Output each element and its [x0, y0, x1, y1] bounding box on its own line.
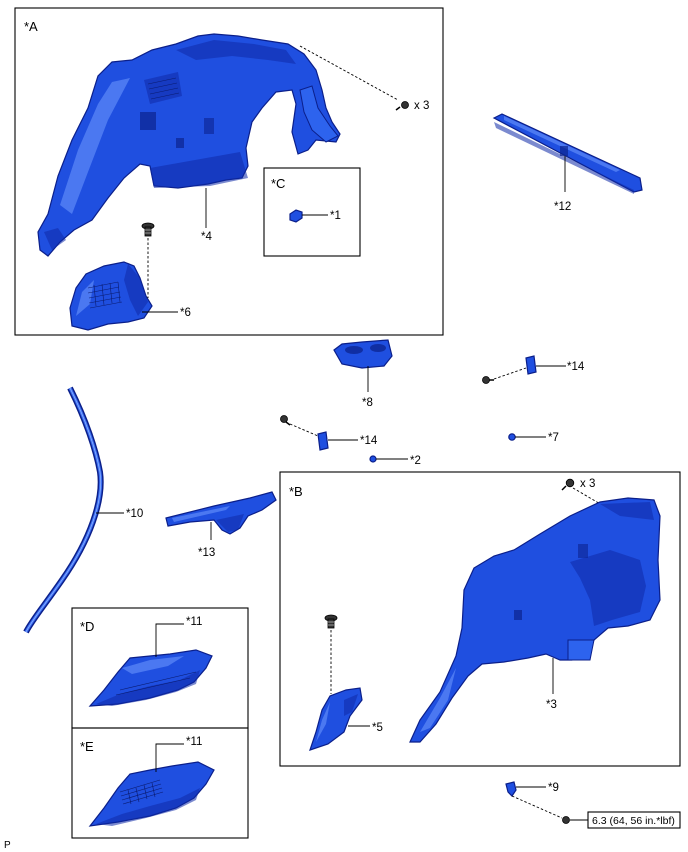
group-c-box	[263, 167, 361, 257]
callout-11-d: *11	[186, 616, 202, 628]
torque-spec-box	[587, 811, 681, 829]
screw-9-leader	[511, 795, 563, 819]
screw-a-leader	[299, 45, 399, 101]
clip-icon	[324, 614, 338, 629]
screw-icon	[280, 415, 291, 426]
garnish-part-11-e	[88, 761, 215, 827]
callout-8: *8	[362, 397, 373, 409]
group-c-label: *C	[271, 176, 285, 191]
quarter-trim-panel-part-4	[37, 33, 341, 257]
callout-5: *5	[372, 722, 383, 734]
leader-11-d	[155, 623, 184, 657]
quarter-trim-panel-part-3	[409, 497, 661, 743]
group-a-box	[14, 7, 444, 336]
leader-14-upper-dash	[493, 367, 527, 380]
callout-7: *7	[548, 432, 559, 444]
group-b-box	[279, 471, 681, 767]
rear-scuff-bar-part-12	[492, 113, 643, 194]
bracket-part-14-lower	[317, 431, 329, 451]
callout-2: *2	[410, 455, 421, 467]
lower-trim-part-5	[309, 687, 363, 751]
callout-12: *12	[554, 201, 571, 213]
leader-11-e	[155, 743, 184, 772]
clip-part-2	[369, 455, 377, 463]
trim-part-13	[165, 491, 277, 535]
callout-14-lower: *14	[360, 435, 378, 447]
callout-10: *10	[126, 508, 143, 520]
cap-part-1	[289, 209, 303, 223]
group-b-label: *B	[289, 484, 303, 499]
screw-icon	[562, 816, 588, 824]
cup-holder-part-8	[333, 339, 393, 369]
lower-vent-panel-part-6	[69, 261, 153, 331]
clip-part-9	[505, 781, 517, 797]
vent-grille-e	[119, 779, 164, 805]
screw-icon	[482, 376, 494, 384]
garnish-part-11-d	[88, 649, 213, 707]
clip-part-7	[508, 433, 516, 441]
group-d-label: *D	[80, 619, 94, 634]
corner-mark: P	[4, 840, 11, 851]
callout-14-upper: *14	[567, 361, 585, 373]
screw-qty-b: x 3	[580, 478, 595, 490]
group-e-label: *E	[80, 739, 94, 754]
vent-grille-lower	[87, 281, 123, 309]
screw-icon	[561, 478, 575, 491]
callout-9: *9	[548, 782, 559, 794]
group-a-label: *A	[24, 19, 38, 34]
callout-13: *13	[198, 547, 215, 559]
callout-1: *1	[330, 210, 341, 222]
bracket-part-14-upper	[525, 355, 537, 375]
screw-qty-a: x 3	[414, 100, 429, 112]
vent-grille	[147, 77, 180, 100]
callout-11-e: *11	[186, 736, 202, 748]
callout-4: *4	[201, 231, 212, 243]
leader-14-lower-dash	[289, 423, 319, 437]
torque-spec: 6.3 (64, 56 in.*lbf)	[592, 815, 675, 827]
clip-icon	[141, 222, 155, 237]
screw-icon	[395, 101, 409, 111]
callout-3: *3	[546, 699, 557, 711]
callout-6: *6	[180, 307, 191, 319]
weatherstrip-part-10	[23, 386, 104, 634]
group-e-box	[71, 727, 249, 839]
